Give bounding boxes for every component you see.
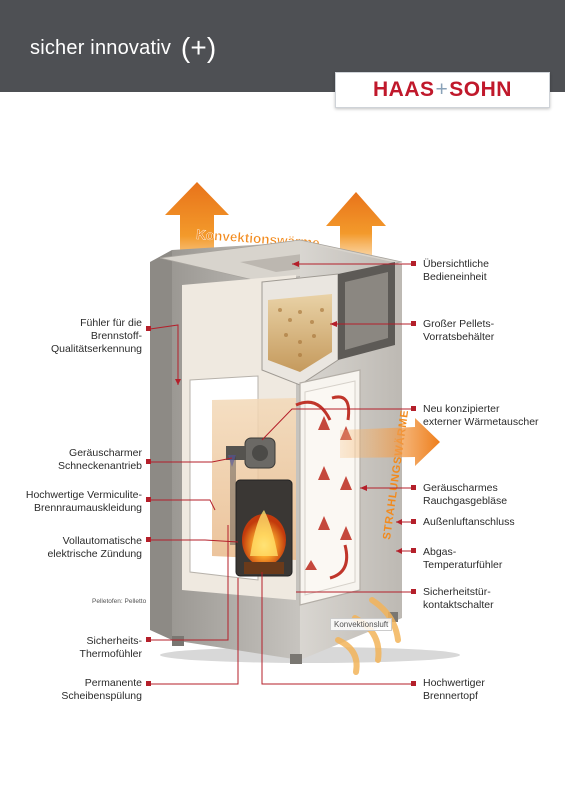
label-line: Geräuscharmer: [69, 447, 142, 459]
label-door-contact-switch: Sicherheitstür- kontaktschalter: [423, 586, 494, 612]
label-line: Temperaturfühler: [423, 559, 503, 571]
label-line: Hochwertiger: [423, 677, 485, 689]
label-line: Qualitätserkennung: [50, 343, 142, 355]
label-flue-gas-blower: Geräuscharmes Rauchgasgebläse: [423, 482, 507, 508]
label-line: Brennraumauskleidung: [34, 502, 142, 514]
label-line: Sicherheitstür-: [423, 586, 491, 598]
label-line: Großer Pellets-: [423, 318, 495, 330]
label-pellet-hopper: Großer Pellets- Vorratsbehälter: [423, 318, 494, 344]
heat-exchanger-arrow-icon: [340, 418, 440, 466]
label-line: Sicherheits-: [86, 635, 142, 647]
label-heat-exchanger: Neu konzipierter externer Wärmetauscher: [423, 403, 539, 429]
label-control-unit: Übersichtliche Bedieneinheit: [423, 258, 489, 284]
label-line: elektrische Zündung: [47, 548, 142, 560]
label-line: Rauchgasgebläse: [423, 495, 508, 507]
label-auger-drive: Geräuscharmer Schneckenantrieb: [58, 447, 142, 473]
label-line: Vorratsbehälter: [423, 331, 495, 343]
stove-left-side: [150, 250, 172, 640]
label-line: Bedieneinheit: [423, 271, 487, 283]
convection-air-label: Konvektionsluft: [330, 618, 393, 631]
label-line: externer Wärmetauscher: [423, 416, 539, 428]
label-exhaust-temp-sensor: Abgas- Temperaturfühler: [423, 546, 502, 572]
label-line: Außenluftanschluss: [423, 516, 515, 528]
label-line: Fühler für die: [80, 317, 142, 329]
label-line: Schneckenantrieb: [57, 460, 142, 472]
label-ignition: Vollautomatische elektrische Zündung: [47, 535, 142, 561]
plus-symbol-icon: (+): [180, 32, 217, 63]
brand-logo: HAAS + SOHN: [335, 72, 550, 108]
label-fuel-quality-sensor: Fühler für die Brennstoff- Qualitätserke…: [51, 317, 142, 356]
label-line: Neu konzipierter: [423, 403, 500, 415]
label-line: Übersichtliche: [423, 258, 489, 270]
label-burner-pot: Hochwertiger Brennertopf: [423, 677, 485, 703]
image-credit: Pelletofen: Pelletto: [92, 598, 147, 605]
label-line: Permanente: [84, 677, 142, 689]
tagline: sicher innovativ (+): [30, 32, 216, 64]
label-window-flushing: Permanente Scheibenspülung: [61, 677, 142, 703]
label-line: kontaktschalter: [423, 599, 494, 611]
logo-plus: +: [435, 78, 449, 101]
label-outside-air-connection: Außenluftanschluss: [423, 516, 515, 529]
label-line: Hochwertige Vermiculite-: [25, 489, 142, 501]
label-vermiculite-lining: Hochwertige Vermiculite- Brennraumauskle…: [26, 489, 142, 515]
logo-right: SOHN: [449, 78, 512, 101]
label-safety-thermo-sensor: Sicherheits- Thermofühler: [80, 635, 142, 661]
label-line: Geräuscharmes: [423, 482, 498, 494]
label-line: Brennstoff-: [90, 330, 142, 342]
label-line: Thermofühler: [79, 648, 142, 660]
label-line: Abgas-: [423, 546, 457, 558]
label-line: Brennertopf: [423, 690, 478, 702]
label-line: Vollautomatische: [62, 535, 142, 547]
label-line: Scheibenspülung: [61, 690, 142, 702]
tagline-text: sicher innovativ: [30, 37, 172, 59]
logo-left: HAAS: [373, 78, 435, 101]
